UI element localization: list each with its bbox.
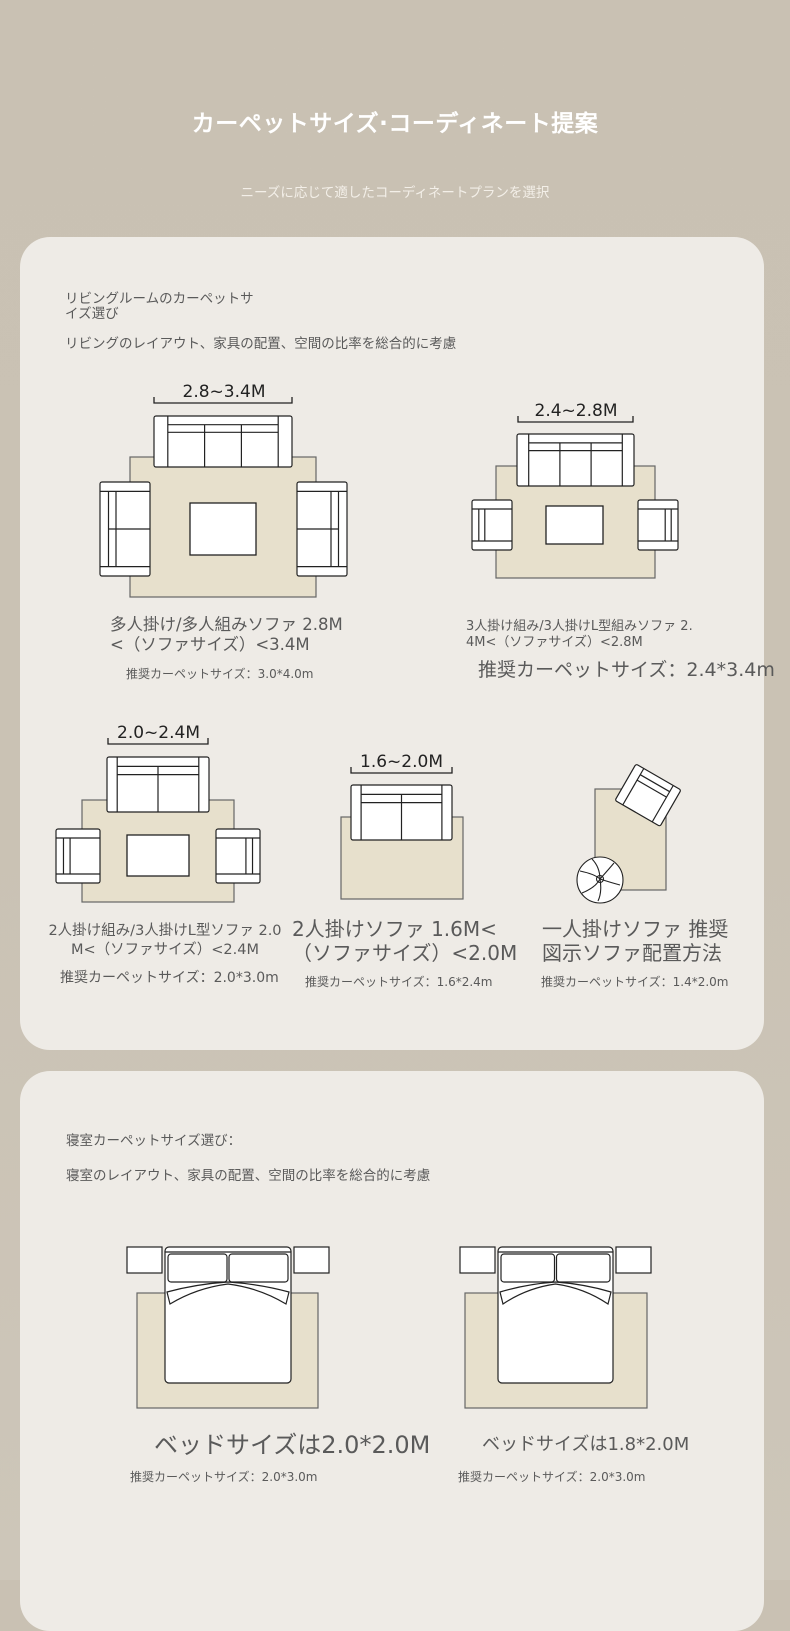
layout-item: 多人掛け/多人組みソファ 2.8M<（ソファサイズ）<3.4M 推奨カーペットサ…: [110, 615, 360, 681]
living-description: リビングのレイアウト、家具の配置、空間の比率を総合的に考慮: [65, 336, 457, 352]
sofa-back-line: [639, 774, 670, 793]
side-sofa-right: [296, 481, 348, 577]
recommended-size: 推奨カーペットサイズ：1.6*2.4m: [305, 975, 493, 989]
round-ottoman: [576, 856, 624, 904]
recommended-size: 推奨カーペットサイズ：2.0*3.0m: [60, 970, 279, 986]
nightstand-right: [293, 1246, 330, 1274]
layout-diagrams: [55, 397, 681, 1409]
blanket-fold: [166, 1281, 290, 1305]
sofa-frame: [153, 415, 293, 468]
layout-label: 2人掛け組み/3人掛けL型ソファ 2.0M<（ソファサイズ）<2.4M: [48, 923, 282, 958]
sofa-frame: [516, 433, 635, 487]
sofa-back-line: [636, 779, 667, 798]
dimension-line: [107, 738, 209, 745]
bed: [459, 1246, 652, 1384]
recommended-size: 推奨カーペットサイズ：3.0*4.0m: [126, 667, 314, 681]
bed: [126, 1246, 330, 1384]
nightstand-left: [459, 1246, 496, 1274]
nightstand-right: [615, 1246, 652, 1274]
recommended-size: 推奨カーペットサイズ：2.0*3.0m: [458, 1470, 646, 1484]
dimension-line-path: [517, 416, 634, 423]
pillow: [228, 1253, 289, 1283]
layout-item: 3人掛け組み/3人掛けL型組みソファ 2.4M<（ソファサイズ）<2.8M 推奨…: [466, 619, 776, 682]
ottoman-seam: [581, 878, 601, 894]
ottoman-seam: [591, 858, 601, 880]
ottoman-seam: [579, 870, 601, 880]
dimension-label: 1.6~2.0M: [360, 752, 443, 772]
bedroom-description: 寝室のレイアウト、家具の配置、空間の比率を総合的に考慮: [66, 1168, 431, 1184]
page-subtitle: ニーズに応じて適したコーディネートプランを選択: [240, 185, 550, 201]
sofa-frame: [615, 764, 681, 827]
layout-label: 多人掛け/多人組みソファ 2.8M<（ソファサイズ）<3.4M: [110, 615, 343, 654]
layout-label: 3人掛け組み/3人掛けL型組みソファ 2.4M<（ソファサイズ）<2.8M: [466, 619, 693, 650]
layout-item: 2人掛け組み/3人掛けL型ソファ 2.0M<（ソファサイズ）<2.4M 推奨カー…: [44, 922, 286, 987]
coffee-table: [126, 834, 190, 877]
side-sofa-left: [99, 481, 151, 577]
dimension-line: [153, 397, 293, 404]
sofa-frame: [471, 499, 513, 551]
pillow: [555, 1253, 611, 1283]
dimension-line: [517, 416, 634, 423]
layout-label: 一人掛けソファ 推奨図示ソファ配置方法: [542, 917, 729, 965]
layout-item: 2人掛けソファ 1.6M<（ソファサイズ）<2.0M 推奨カーペットサイズ：1.…: [292, 917, 534, 989]
recommended-size: 推奨カーペットサイズ：2.0*3.0m: [130, 1470, 318, 1484]
armchair-right: [637, 499, 679, 551]
recommended-size: 推奨カーペットサイズ：2.4*3.4m: [478, 659, 775, 681]
dimension-label: 2.8~3.4M: [182, 382, 266, 402]
sofa-frame: [215, 828, 261, 884]
armchair-left: [471, 499, 513, 551]
page-title: カーペットサイズ·コーディネート提案: [191, 111, 599, 137]
armchair-left: [55, 828, 101, 884]
armchair-rotated: [615, 764, 681, 827]
coffee-table: [189, 502, 257, 556]
layout-label: 2人掛けソファ 1.6M<（ソファサイズ）<2.0M: [292, 917, 518, 965]
bed-size-label: ベッドサイズは1.8*2.0M: [482, 1434, 690, 1455]
pillow: [500, 1253, 556, 1283]
dimension-line-path: [350, 767, 453, 774]
living-room-card: [20, 237, 764, 1050]
bed-size-label: ベッドサイズは2.0*2.0M: [154, 1431, 431, 1459]
coffee-table: [545, 505, 604, 545]
three-seat-sofa: [153, 415, 293, 468]
three-seat-sofa: [516, 433, 635, 487]
blanket-fold: [499, 1281, 612, 1305]
pillow: [167, 1253, 228, 1283]
recommended-size: 推奨カーペットサイズ：1.4*2.0m: [541, 975, 729, 989]
nightstand-left: [126, 1246, 163, 1274]
armchair-right: [215, 828, 261, 884]
dimension-line-path: [107, 738, 209, 745]
sofa-frame: [55, 828, 101, 884]
ottoman-seam: [599, 878, 621, 886]
living-heading: リビングルームのカーペットサイズ選び: [65, 291, 254, 322]
ottoman-seam: [597, 878, 602, 902]
dimension-line: [350, 767, 453, 774]
layout-item: 一人掛けソファ 推奨図示ソファ配置方法 推奨カーペットサイズ：1.4*2.0m: [541, 917, 752, 989]
bedroom-heading: 寝室カーペットサイズ選び：: [66, 1133, 242, 1149]
sofa-frame: [637, 499, 679, 551]
dimension-label: 2.0~2.4M: [117, 723, 200, 743]
two-seat-sofa: [350, 784, 453, 841]
dimension-label: 2.4~2.8M: [534, 401, 618, 421]
dimension-line-path: [153, 397, 293, 404]
two-seat-sofa: [106, 756, 210, 813]
ottoman-seam: [599, 862, 615, 880]
